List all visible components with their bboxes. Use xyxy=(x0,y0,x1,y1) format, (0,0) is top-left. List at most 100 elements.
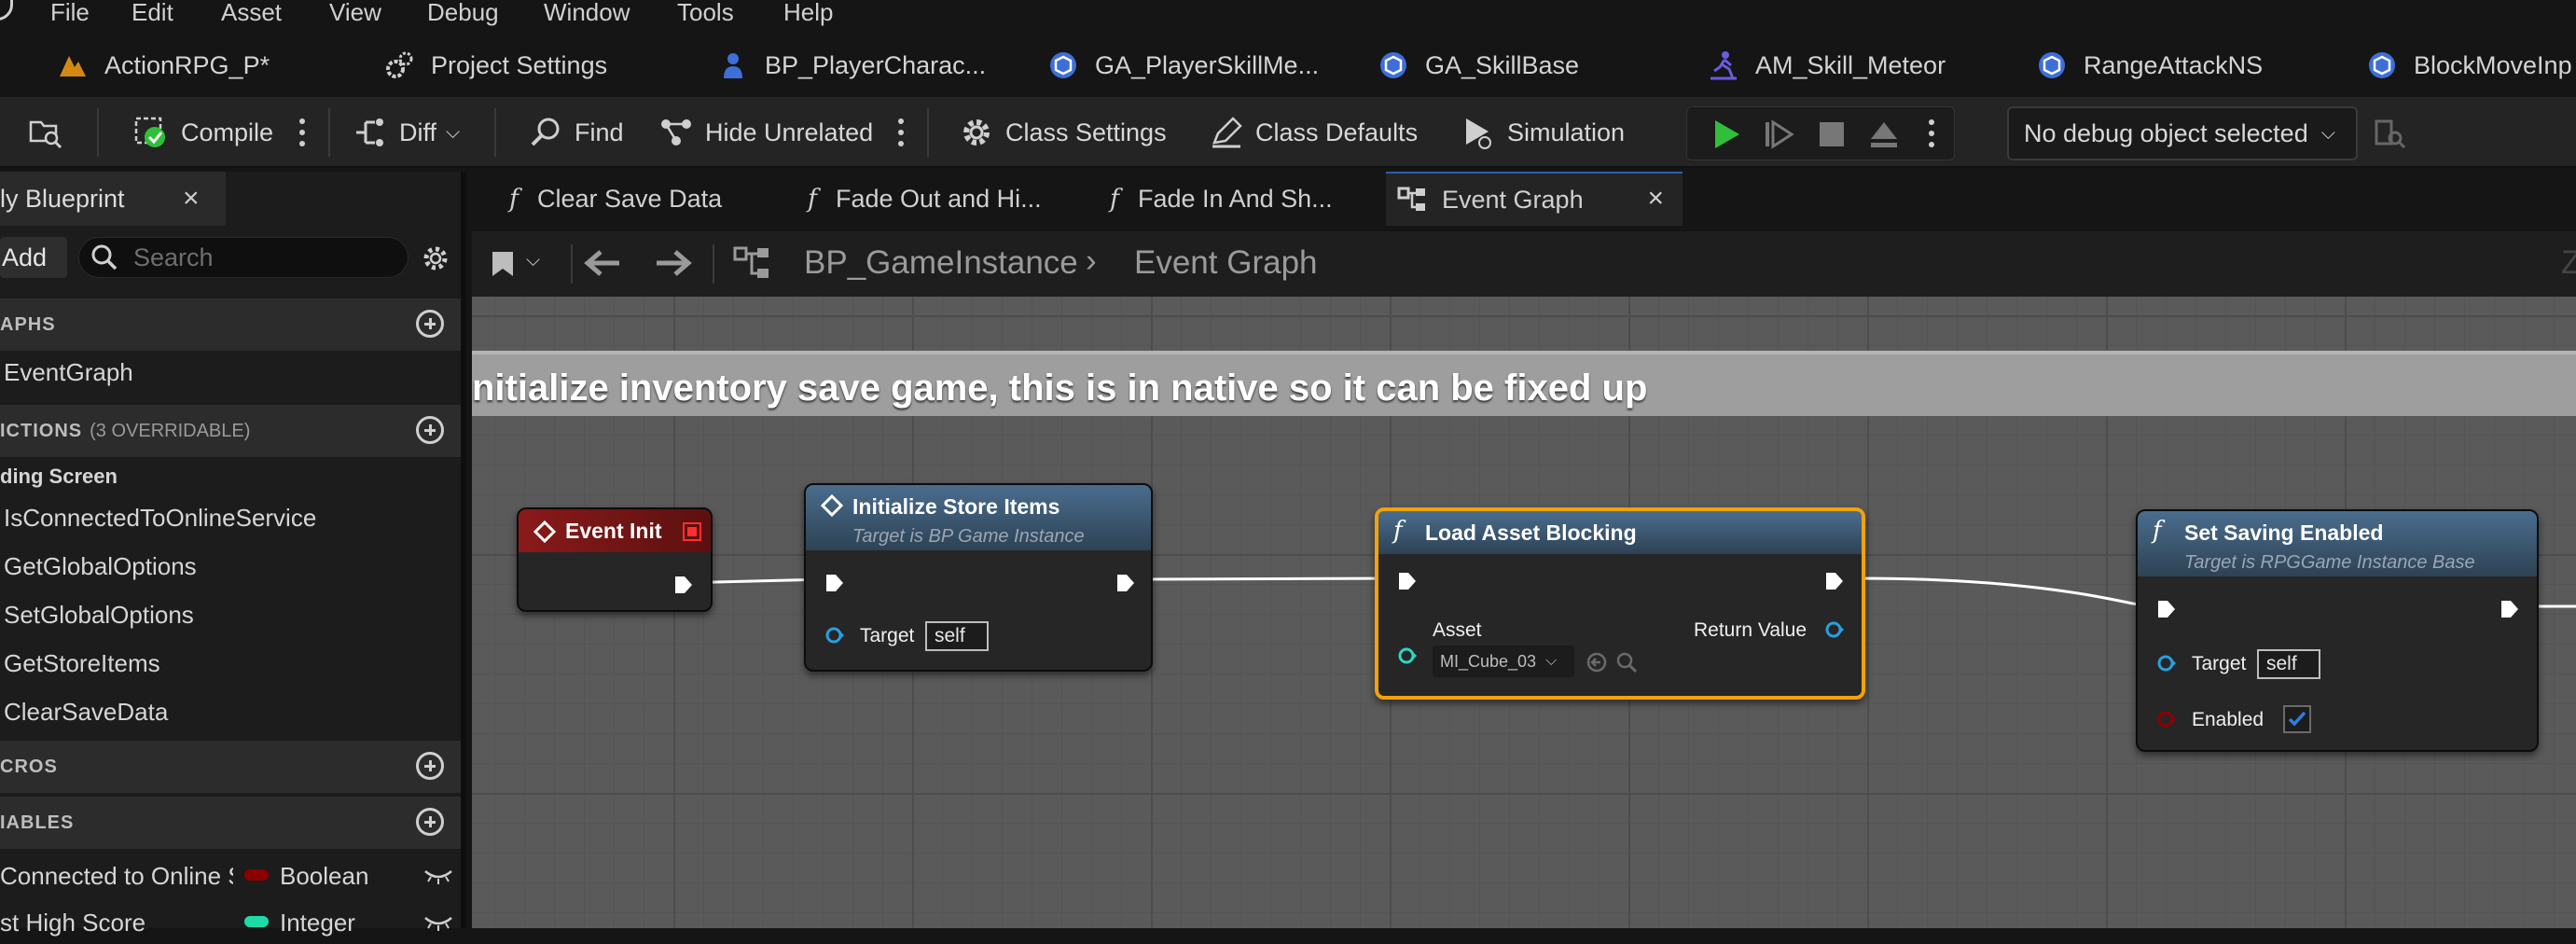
blueprint-class-icon xyxy=(1050,52,1076,78)
menu-debug[interactable]: Debug xyxy=(427,0,499,26)
variable-row[interactable]: st High Score Integer xyxy=(0,903,461,944)
debug-object-select[interactable]: No debug object selected ⌵ xyxy=(2007,106,2358,160)
exec-in-pin[interactable] xyxy=(824,573,845,593)
gear-icon[interactable] xyxy=(420,243,451,274)
diff-label: Diff xyxy=(399,118,437,146)
asset-tab-level[interactable]: ActionRPG_P* xyxy=(58,45,270,86)
play-options-icon[interactable] xyxy=(1928,117,1935,150)
exec-out-pin[interactable] xyxy=(1115,573,1136,593)
asset-tab-am-skill-meteor[interactable]: AM_Skill_Meteor xyxy=(1709,45,1946,86)
enabled-checkbox[interactable] xyxy=(2283,705,2311,733)
asset-tab-ga-player-skill[interactable]: GA_PlayerSkillMe... xyxy=(1048,45,1319,86)
exec-out-pin[interactable] xyxy=(2500,599,2520,619)
target-self-field[interactable]: self xyxy=(925,621,989,651)
graph-canvas[interactable]: nitialize inventory save game, this is i… xyxy=(472,297,2576,928)
section-functions[interactable]: ICTIONS (3 OVERRIDABLE) xyxy=(0,405,461,457)
close-icon[interactable]: × xyxy=(183,183,200,214)
forward-arrow-icon[interactable] xyxy=(653,246,694,280)
stop-icon[interactable] xyxy=(1816,118,1848,150)
simulation-button[interactable]: Simulation xyxy=(1461,110,1625,155)
add-function-icon[interactable] xyxy=(416,416,444,444)
back-arrow-icon[interactable] xyxy=(582,246,623,280)
breadcrumb-root[interactable]: BP_GameInstance xyxy=(804,244,1078,281)
my-blueprint-tab[interactable]: ly Blueprint xyxy=(0,172,226,226)
exec-in-pin[interactable] xyxy=(2156,599,2177,619)
diff-button[interactable]: Diff ⌵ xyxy=(353,110,460,155)
tab-clear-save-data[interactable]: f Clear Save Data xyxy=(491,172,741,226)
function-item[interactable]: ClearSaveData xyxy=(4,698,169,726)
add-macro-icon[interactable] xyxy=(416,752,444,780)
add-button[interactable]: Add xyxy=(0,237,67,278)
hide-unrelated-button[interactable]: Hide Unrelated xyxy=(658,110,873,155)
exec-out-pin[interactable] xyxy=(1824,571,1845,591)
menu-tools[interactable]: Tools xyxy=(677,0,734,26)
tab-fade-out[interactable]: f Fade Out and Hi... xyxy=(789,172,1060,226)
eye-closed-icon[interactable] xyxy=(423,914,453,933)
step-icon[interactable] xyxy=(1764,118,1795,150)
variable-row[interactable]: Connected to Online S Boolean xyxy=(0,856,461,897)
debug-browse-icon[interactable] xyxy=(2373,116,2408,151)
asset-tab-block-move[interactable]: BlockMoveInp xyxy=(2367,45,2572,86)
asset-tab-bp-player-character[interactable]: BP_PlayerCharac... xyxy=(718,45,986,86)
menu-view[interactable]: View xyxy=(329,0,381,26)
menu-asset[interactable]: Asset xyxy=(221,0,283,26)
find-button[interactable]: Find xyxy=(528,110,624,155)
comment-box-header[interactable]: nitialize inventory save game, this is i… xyxy=(472,351,2576,416)
section-graphs[interactable]: APHS xyxy=(0,298,461,351)
object-pin[interactable] xyxy=(824,625,845,646)
section-macros[interactable]: CROS xyxy=(0,741,461,793)
function-category[interactable]: ding Screen xyxy=(0,465,118,488)
node-set-saving-enabled[interactable]: f Set Saving Enabled Target is RPGGame I… xyxy=(2136,509,2539,752)
function-item[interactable]: GetGlobalOptions xyxy=(4,552,197,580)
menu-window[interactable]: Window xyxy=(544,0,630,26)
add-button-label: Add xyxy=(2,243,48,271)
tab-fade-in[interactable]: f Fade In And Sh... xyxy=(1091,172,1351,226)
node-initialize-store-items[interactable]: Initialize Store Items Target is BP Game… xyxy=(804,483,1153,672)
menu-edit[interactable]: Edit xyxy=(132,0,173,26)
browse-asset-icon[interactable] xyxy=(1615,651,1638,673)
node-event-init[interactable]: Event Init xyxy=(517,507,713,612)
use-selected-asset-icon[interactable] xyxy=(1586,651,1608,673)
find-options-icon[interactable] xyxy=(897,116,905,149)
class-settings-button[interactable]: Class Settings xyxy=(959,110,1167,155)
asset-tab-range-attack[interactable]: RangeAttackNS xyxy=(2037,45,2263,86)
function-item[interactable]: GetStoreItems xyxy=(4,649,160,677)
eject-icon[interactable] xyxy=(1868,118,1900,150)
toolbar-separator xyxy=(328,108,330,157)
compile-options-icon[interactable] xyxy=(298,116,306,149)
object-pin[interactable] xyxy=(2156,653,2177,673)
bool-pin[interactable] xyxy=(2156,709,2177,729)
return-value-pin[interactable] xyxy=(1824,619,1845,640)
add-graph-icon[interactable] xyxy=(416,310,444,338)
graph-item-eventgraph[interactable]: EventGraph xyxy=(4,358,133,386)
eye-closed-icon[interactable] xyxy=(423,868,453,886)
node-title: Load Asset Blocking xyxy=(1425,521,1637,545)
section-variables[interactable]: IABLES xyxy=(0,797,461,849)
menu-file[interactable]: File xyxy=(50,0,90,26)
exec-out-pin[interactable] xyxy=(673,575,694,595)
exec-in-pin[interactable] xyxy=(1397,571,1418,591)
asset-pin[interactable] xyxy=(1397,646,1418,666)
app-logo[interactable] xyxy=(0,0,13,21)
menu-help[interactable]: Help xyxy=(783,0,834,26)
close-icon[interactable]: × xyxy=(1647,183,1664,214)
tab-event-graph[interactable]: Event Graph × xyxy=(1386,172,1683,226)
play-icon[interactable] xyxy=(1711,118,1743,150)
node-title: Set Saving Enabled xyxy=(2184,521,2384,545)
asset-tab-project-settings[interactable]: Project Settings xyxy=(384,45,607,86)
add-variable-icon[interactable] xyxy=(416,808,444,836)
target-self-field[interactable]: self xyxy=(2257,649,2320,679)
search-input[interactable]: Search xyxy=(78,237,409,278)
class-defaults-button[interactable]: Class Defaults xyxy=(1209,110,1418,155)
node-load-asset-blocking[interactable]: f Load Asset Blocking Asset MI_Cube_03 ⌵… xyxy=(1375,507,1865,700)
browse-button[interactable] xyxy=(28,110,75,155)
asset-tab-ga-skill-base[interactable]: GA_SkillBase xyxy=(1378,45,1579,86)
asset-dropdown[interactable]: MI_Cube_03 ⌵ xyxy=(1433,646,1574,677)
function-item[interactable]: IsConnectedToOnlineService xyxy=(4,504,317,532)
hide-unrelated-icon xyxy=(661,119,691,146)
function-item[interactable]: SetGlobalOptions xyxy=(4,601,194,629)
delegate-pin-icon[interactable] xyxy=(683,522,701,541)
chevron-down-icon: ⌵ xyxy=(1545,653,1558,669)
bookmark-button[interactable]: ⌵ xyxy=(487,246,558,284)
compile-button[interactable]: Compile xyxy=(134,110,273,155)
